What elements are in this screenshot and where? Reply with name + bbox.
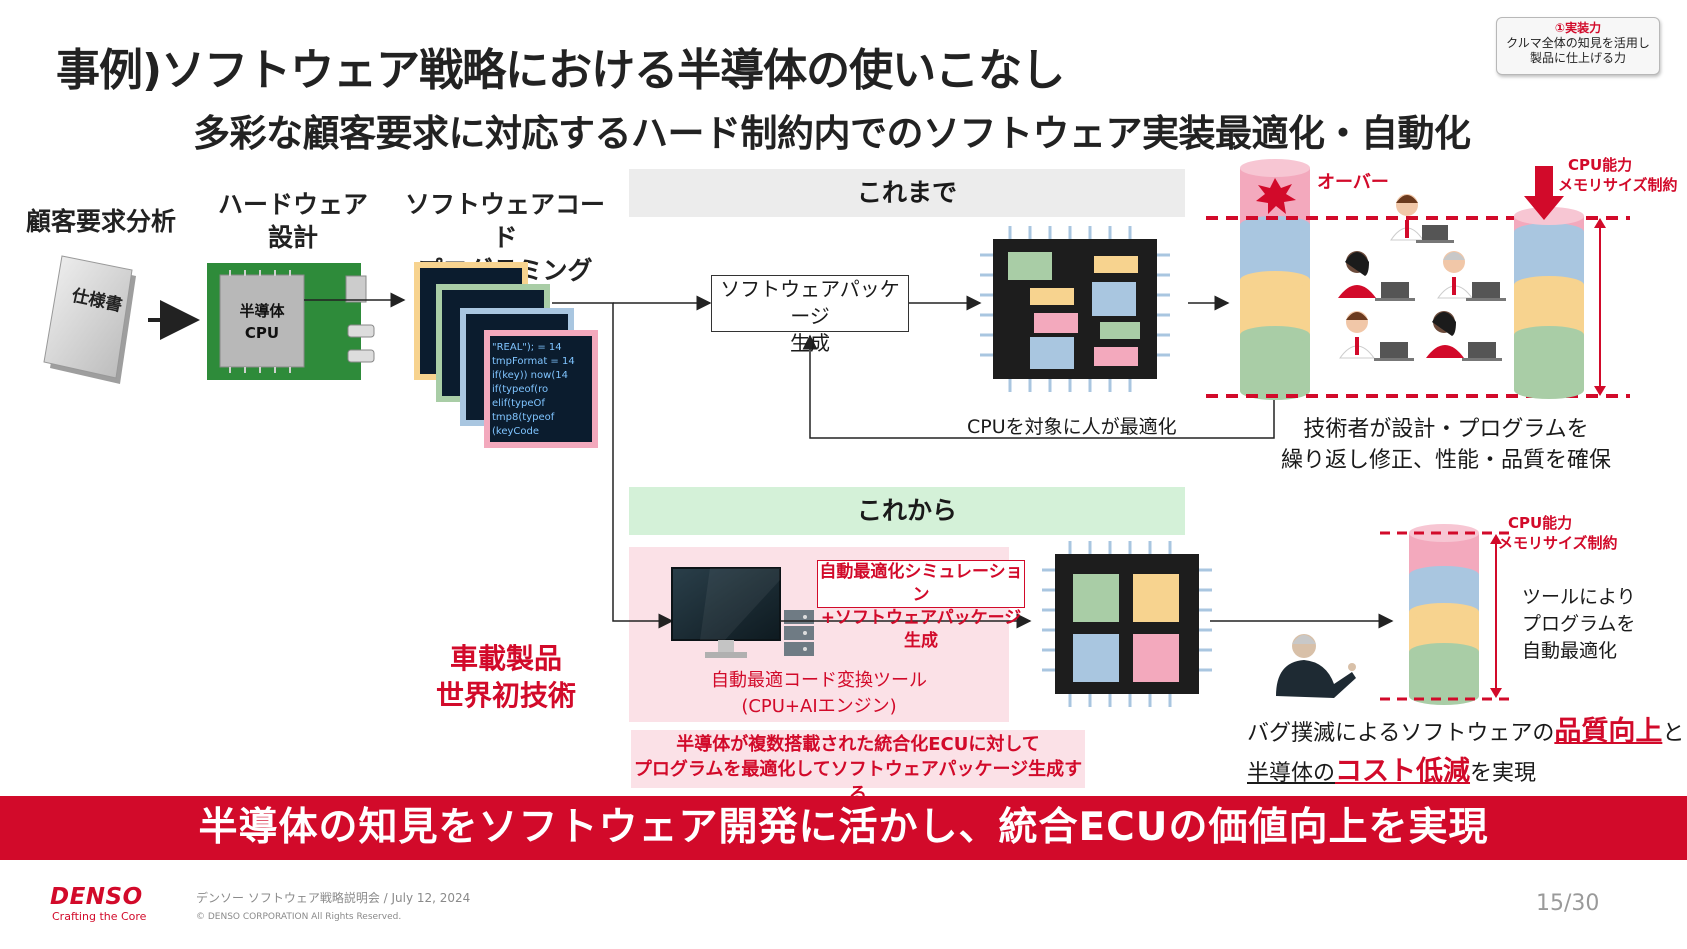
outcome-text: バグ撲滅によるソフトウェアの品質向上と 半導体のコスト低減を実現: [1247, 713, 1684, 793]
footer-copyright: © DENSO CORPORATION All Rights Reserved.: [196, 912, 402, 922]
code-line: tmp8(typeof: [492, 412, 555, 423]
badge-line: クルマ全体の知見を活用し: [1506, 36, 1650, 50]
auto-simulation-box: 自動最適化シミュレーション +ソフトウェアパッケージ生成: [817, 560, 1025, 651]
footer-event: デンソー ソフトウェア戦略説明会 / July 12, 2024: [196, 891, 471, 905]
conclusion-banner: 半導体の知見をソフトウェア開発に活かし、統合ECUの価値向上を実現: [0, 796, 1687, 860]
badge-line: 製品に仕上げる力: [1529, 51, 1626, 65]
world-first-label: 車載製品 世界初技術: [420, 640, 592, 714]
code-line: elif(typeOf: [492, 398, 545, 409]
presenter-icon: [1276, 634, 1356, 698]
outcome-highlight: 品質向上: [1554, 716, 1663, 747]
memory-stack-auto-icon: [1409, 524, 1479, 705]
server-icon: [784, 610, 814, 656]
sim-label-line: +ソフトウェアパッケージ生成: [820, 608, 1022, 651]
code-line: if(typeof(ro: [492, 384, 548, 395]
step-hardware-design: ハードウェア 設計: [218, 188, 368, 254]
sim-label-line: 自動最適化シミュレーション: [819, 562, 1023, 605]
feedback-loop-line: [802, 334, 1275, 439]
over-label: オーバー: [1317, 172, 1389, 193]
monitor-icon: [671, 567, 781, 658]
limit-label-line: CPU能力: [1568, 156, 1633, 174]
circuit-board-icon: [207, 263, 375, 380]
capability-badge: ①実装力 クルマ全体の知見を活用し 製品に仕上げる力: [1496, 17, 1660, 75]
result-line: 技術者が設計・プログラムを: [1303, 417, 1589, 442]
page-title: 事例)ソフトウェア戦略における半導体の使いこなし: [56, 45, 1065, 96]
tool-result-line: プログラムを: [1522, 613, 1636, 635]
flow-line: [552, 302, 674, 629]
outcome-highlight: コスト低減: [1335, 756, 1471, 787]
engineers-icon: [1338, 194, 1506, 361]
tool-result-text: ツールにより プログラムを 自動最適化: [1522, 584, 1636, 665]
down-arrow-icon: [1524, 166, 1564, 220]
limit-label-line: メモリサイズ制約: [1558, 176, 1678, 194]
loop-label: CPUを対象に人が最適化: [967, 416, 1177, 438]
outcome-part: バグ撲滅によるソフトウェアの: [1247, 721, 1555, 746]
step-label-line: 設計: [267, 223, 318, 252]
ecu-chip-auto-icon: [1042, 541, 1212, 707]
memory-stack-over-icon: [1240, 159, 1310, 400]
note-line: 半導体が複数搭載された統合化ECUに対して: [676, 734, 1040, 755]
outcome-part: を実現: [1470, 761, 1537, 786]
code-line: if(key)) now(14: [492, 370, 568, 381]
manual-result-text: 技術者が設計・プログラムを 繰り返し修正、性能・品質を確保: [1266, 414, 1626, 476]
tool-result-line: ツールにより: [1522, 586, 1636, 608]
chip-label-line: CPU: [244, 324, 280, 342]
package-generation-box: ソフトウェアパッケージ 生成: [711, 275, 909, 355]
package-label-line: 生成: [790, 331, 830, 355]
package-label-line: ソフトウェアパッケージ: [720, 277, 900, 328]
step-customer-analysis: 顧客要求分析: [26, 207, 177, 236]
auto-tool-label: 自動最適コード変換ツール (CPU+AIエンジン): [629, 668, 1009, 720]
denso-logo: DENSO: [50, 884, 143, 910]
outcome-part: 半導体の: [1247, 761, 1336, 786]
chip-label: 半導体 CPU: [232, 300, 292, 344]
world-first-line: 世界初技術: [435, 679, 576, 712]
code-line: (keyCode: [492, 426, 539, 437]
code-line: tmpFormat = 14: [492, 356, 575, 367]
result-line: 繰り返し修正、性能・品質を確保: [1280, 448, 1611, 473]
code-screens-icon: "REAL"); = 14 tmpFormat = 14 if(key)) no…: [414, 262, 598, 448]
step-label-line: ソフトウェアコード: [405, 190, 606, 252]
tool-label-line: 自動最適コード変換ツール: [711, 670, 927, 691]
limit-label-bottom: CPU能力 メモリサイズ制約: [1498, 513, 1618, 553]
badge-title: ①実装力: [1554, 21, 1602, 35]
band-from-now: これから: [629, 487, 1185, 535]
burst-icon: [1256, 178, 1296, 214]
world-first-line: 車載製品: [449, 642, 562, 675]
brand-tagline: Crafting the Core: [52, 910, 147, 923]
integration-note: 半導体が複数搭載された統合化ECUに対して プログラムを最適化してソフトウェアパ…: [631, 730, 1085, 805]
outcome-part: と: [1662, 721, 1685, 746]
ecu-chip-icon: [980, 226, 1170, 392]
tool-result-line: 自動最適化: [1522, 640, 1618, 662]
limit-label-line: メモリサイズ制約: [1498, 534, 1618, 552]
page-subtitle: 多彩な顧客要求に対応するハード制約内でのソフトウェア実装最適化・自動化: [193, 112, 1471, 155]
tool-label-line: (CPU+AIエンジン): [741, 696, 897, 717]
step-label-line: ハードウェア: [218, 190, 369, 219]
limit-label-top: CPU能力 メモリサイズ制約: [1558, 155, 1678, 195]
spec-document-icon: [43, 255, 136, 384]
chip-label-line: 半導体: [239, 302, 285, 320]
band-until-now: これまで: [629, 169, 1185, 217]
memory-stack-fit-icon: [1514, 207, 1584, 399]
limit-label-line: CPU能力: [1508, 514, 1573, 532]
page-number: 15/30: [1536, 891, 1600, 916]
code-line: "REAL"); = 14: [492, 342, 562, 353]
